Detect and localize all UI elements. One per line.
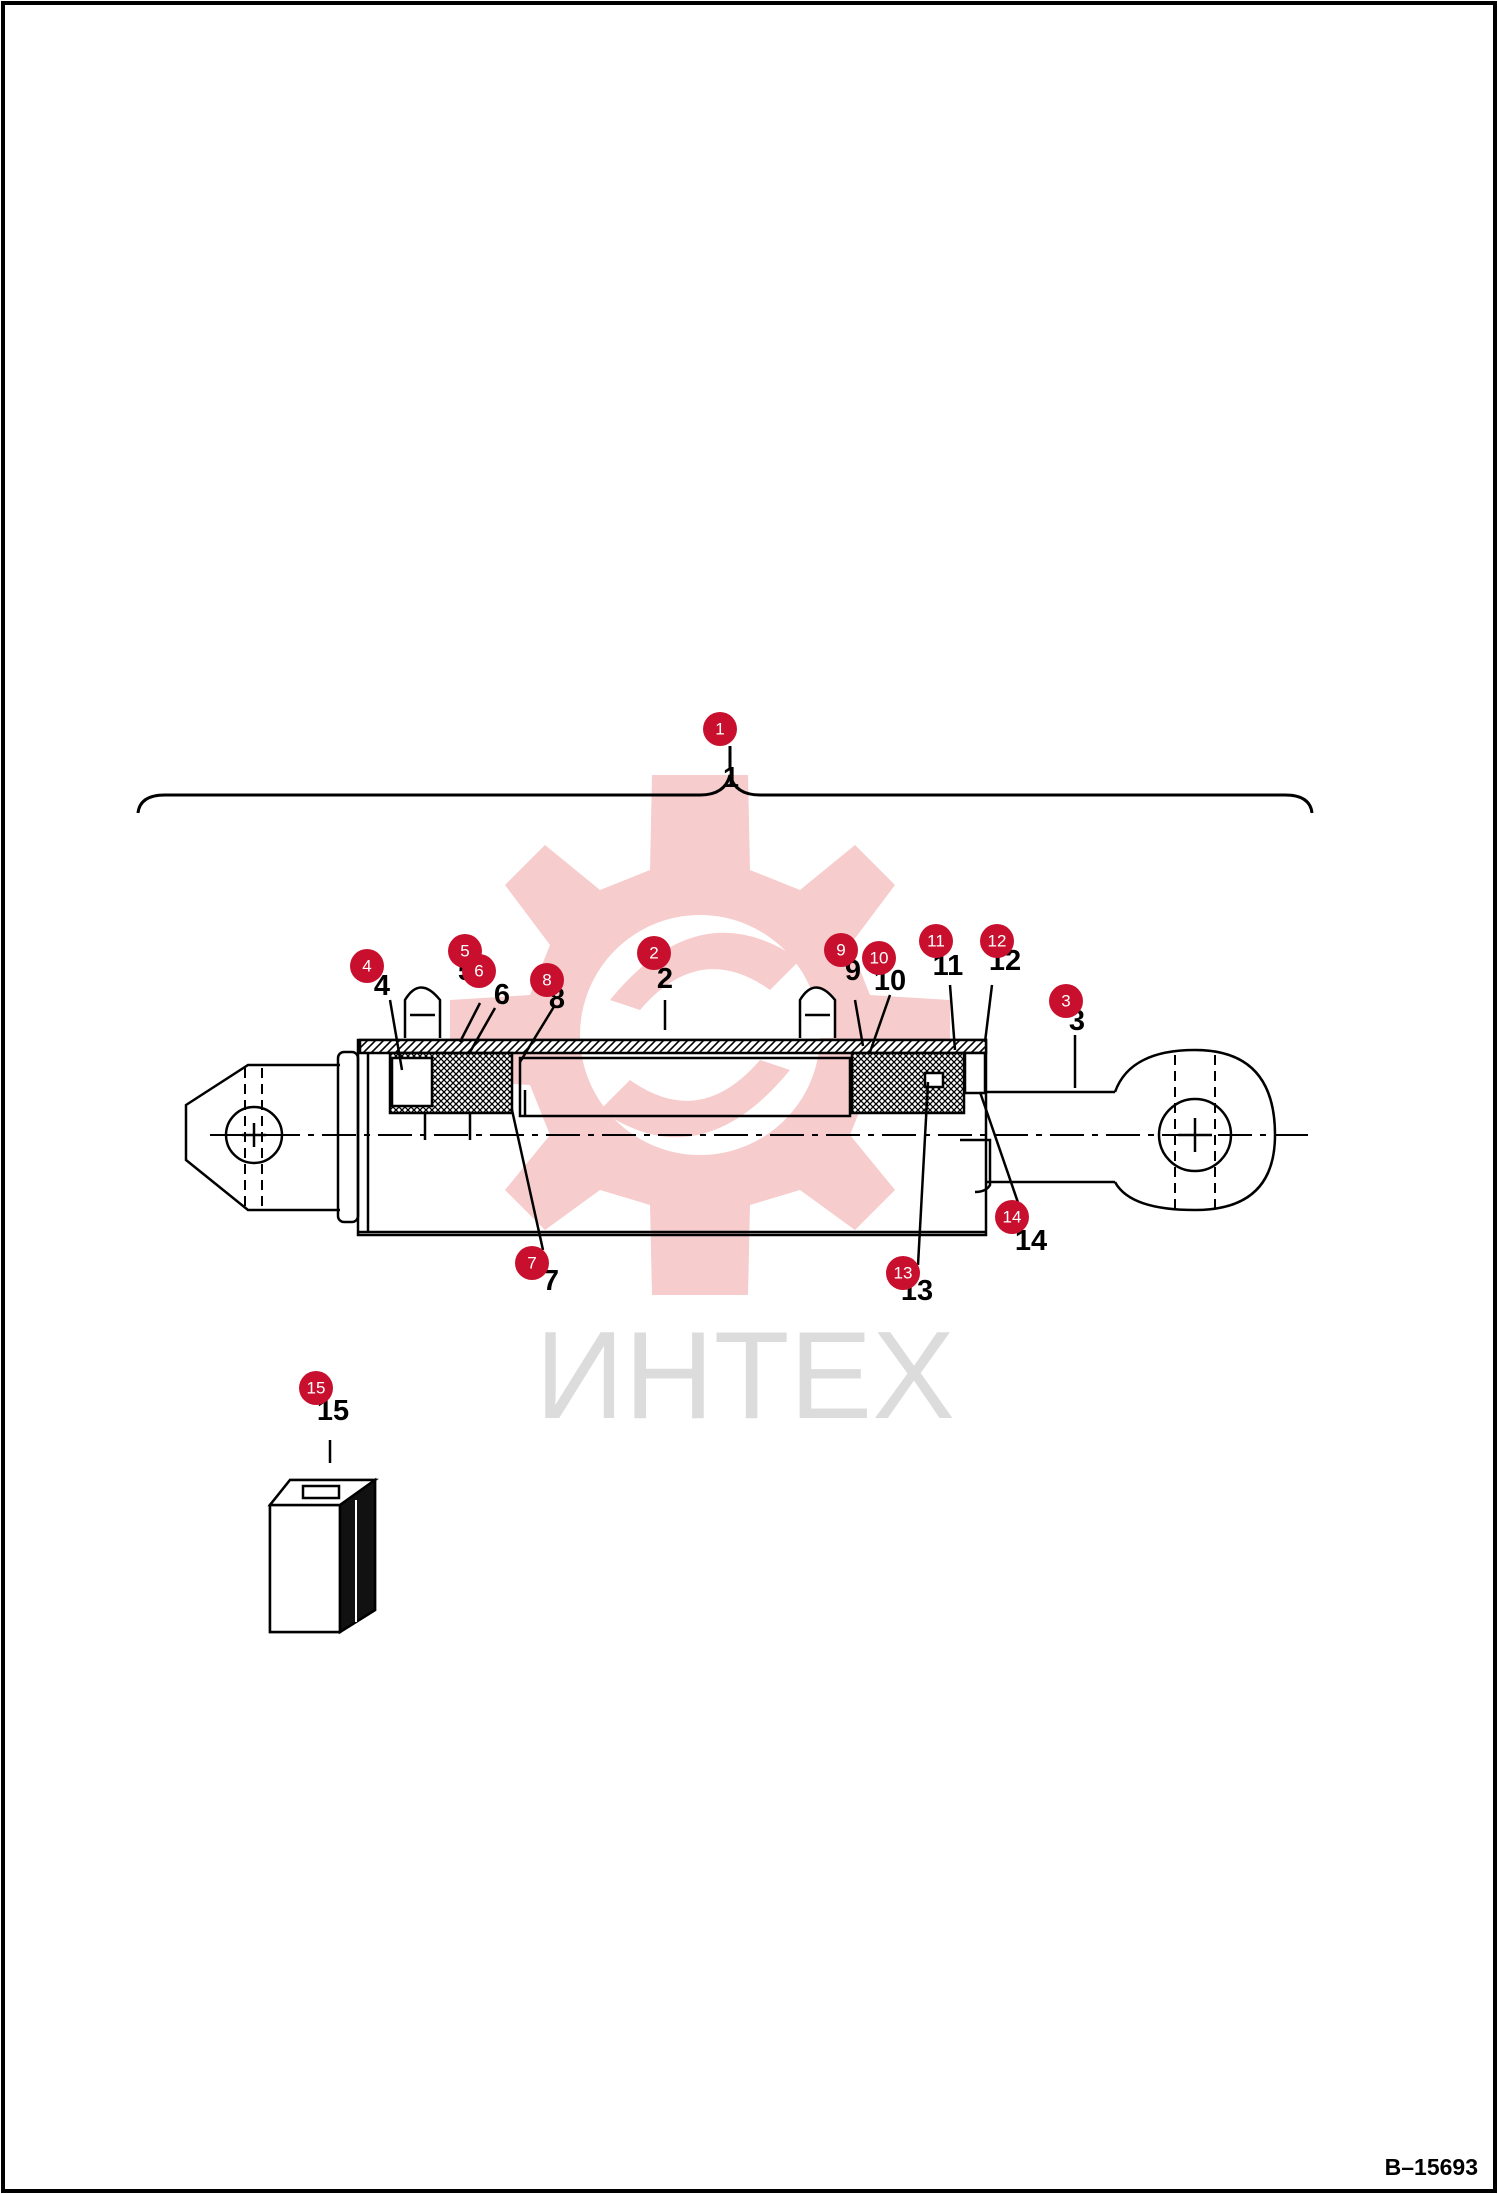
hand-label-7: 7 xyxy=(543,1265,559,1297)
callout-1[interactable]: 1 xyxy=(703,712,737,746)
callout-1-label: 1 xyxy=(715,720,724,739)
callout-10-label: 10 xyxy=(870,949,889,968)
port-head xyxy=(798,986,837,1038)
callout-7-label: 7 xyxy=(527,1254,536,1273)
gear-logo-icon xyxy=(450,775,950,1295)
base-clevis xyxy=(184,1063,340,1212)
callout-12[interactable]: 12 xyxy=(980,924,1014,958)
hand-label-2: 2 xyxy=(657,963,673,995)
callout-3-label: 3 xyxy=(1061,992,1070,1011)
hydraulic-cylinder xyxy=(184,986,1310,1237)
callout-12-label: 12 xyxy=(988,932,1007,951)
callout-6-label: 6 xyxy=(474,962,483,981)
callout-11-label: 11 xyxy=(927,932,945,951)
callout-6[interactable]: 6 xyxy=(462,954,496,988)
callout-13-label: 13 xyxy=(894,1264,913,1283)
callout-4-label: 4 xyxy=(362,957,371,976)
callout-badges[interactable]: 1 2 3 4 5 6 7 8 9 10 11 12 13 14 15 xyxy=(299,712,1083,1405)
watermark: ИНТЕХ xyxy=(450,775,955,1445)
callout-9[interactable]: 9 xyxy=(824,933,858,967)
callout-8[interactable]: 8 xyxy=(530,963,564,997)
hand-label-6: 6 xyxy=(494,979,510,1011)
callout-4[interactable]: 4 xyxy=(350,949,384,983)
callout-14-label: 14 xyxy=(1003,1208,1022,1227)
gland xyxy=(850,1051,966,1115)
callout-2-label: 2 xyxy=(649,944,658,963)
callout-13[interactable]: 13 xyxy=(886,1256,920,1290)
callout-7[interactable]: 7 xyxy=(515,1246,549,1280)
callout-11[interactable]: 11 xyxy=(919,924,953,958)
seal-kit xyxy=(267,1477,379,1635)
barrel-wall-hatch xyxy=(358,1038,988,1055)
drawing-code: B–15693 xyxy=(1385,2154,1478,2180)
callout-2[interactable]: 2 xyxy=(637,936,671,970)
callout-10[interactable]: 10 xyxy=(862,941,896,975)
callout-15[interactable]: 15 xyxy=(299,1371,333,1405)
leader-lines xyxy=(328,984,1077,1463)
watermark-text: ИНТЕХ xyxy=(535,1307,955,1445)
callout-5-label: 5 xyxy=(460,942,469,961)
callout-3[interactable]: 3 xyxy=(1049,984,1083,1018)
callout-15-label: 15 xyxy=(307,1379,326,1398)
callout-14[interactable]: 14 xyxy=(995,1200,1029,1234)
assembly-brace xyxy=(136,746,1314,814)
callout-8-label: 8 xyxy=(542,971,551,990)
piston-rod-inner xyxy=(518,1056,852,1118)
hand-label-1: 1 xyxy=(723,762,739,794)
callout-9-label: 9 xyxy=(836,941,845,960)
port-base xyxy=(403,986,442,1038)
